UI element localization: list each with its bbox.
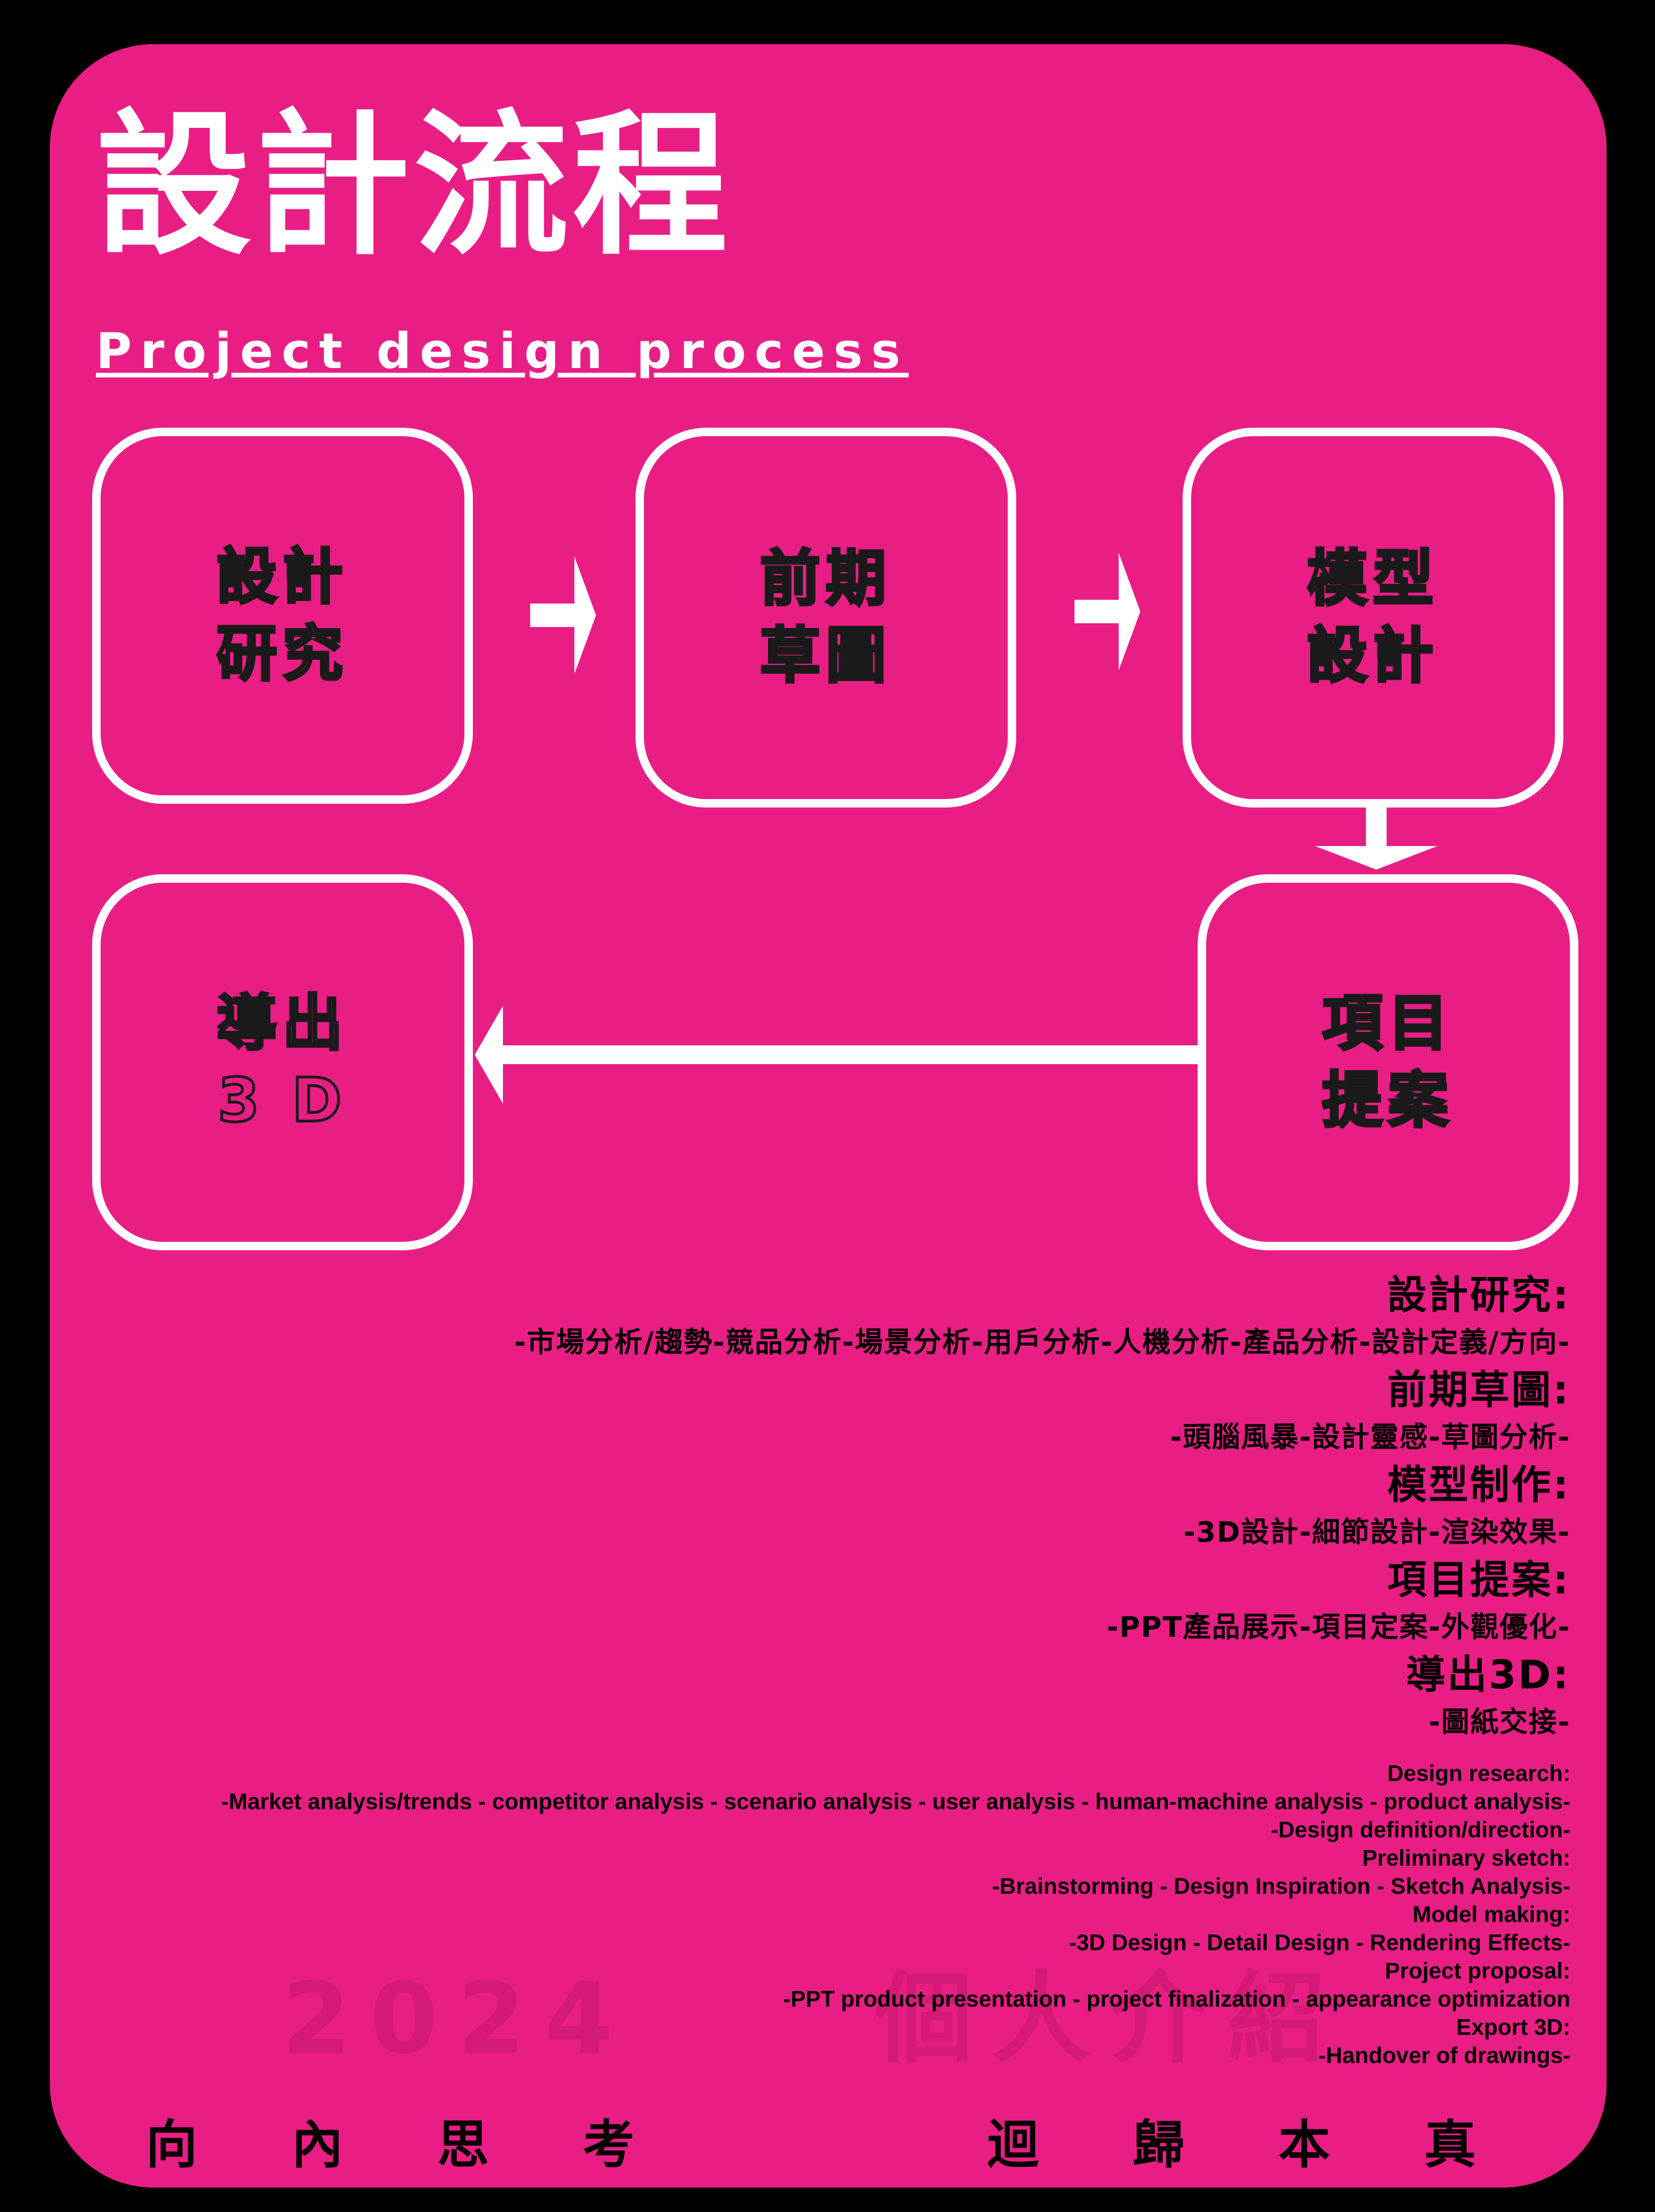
page-title: 設計流程 xyxy=(96,95,731,276)
detail-en-line: Preliminary sketch: xyxy=(1362,1846,1570,1871)
footer-char: 歸 xyxy=(1133,2115,1184,2175)
footer-right: 迴 歸 本 真 xyxy=(987,2119,1476,2171)
arrow-1 xyxy=(530,557,596,674)
arrow-2 xyxy=(1075,553,1140,670)
detail-en-line: -Handover of drawings- xyxy=(1318,2043,1570,2068)
detail-en-line: Model making: xyxy=(1412,1902,1570,1927)
arrow-3 xyxy=(1315,808,1437,870)
step-preliminary-sketch: 前期 草圖 xyxy=(635,428,1016,808)
pink-card xyxy=(50,44,1607,2188)
step-design-research: 設計 研究 xyxy=(92,428,473,804)
detail-heading: 設計研究: xyxy=(1387,1272,1570,1318)
detail-en-line: -3D Design - Detail Design - Rendering E… xyxy=(1069,1930,1570,1955)
step-preliminary-sketch-label: 前期 草圖 xyxy=(759,542,892,692)
step-project-proposal: 項目 提案 xyxy=(1198,874,1578,1250)
step-export-3d: 導出 3 D xyxy=(92,874,473,1250)
detail-en-line: -Brainstorming - Design Inspiration - Sk… xyxy=(992,1874,1570,1899)
step-export-3d-label: 導出 3 D xyxy=(215,987,348,1137)
footer-char: 真 xyxy=(1424,2115,1476,2175)
step-design-research-label: 設計 研究 xyxy=(215,541,348,690)
arrow-4 xyxy=(475,1006,1199,1104)
details-chinese: 設計研究: -市場分析/趨勢-競品分析-場景分析-用戶分析-人機分析-產品分析-… xyxy=(66,1269,1570,1744)
detail-desc: -市場分析/趨勢-競品分析-場景分析-用戶分析-人機分析-產品分析-設計定義/方… xyxy=(514,1326,1570,1359)
page-subtitle: Project design process xyxy=(96,322,909,380)
detail-en-line: -Market analysis/trends - competitor ana… xyxy=(221,1789,1570,1814)
footer-char: 思 xyxy=(437,2115,489,2175)
footer-left: 向 內 思 考 xyxy=(146,2119,635,2171)
detail-desc: -頭腦風暴-設計靈感-草圖分析- xyxy=(1170,1421,1570,1454)
detail-heading: 前期草圖: xyxy=(1387,1367,1570,1413)
footer-char: 內 xyxy=(291,2115,343,2175)
footer-char: 考 xyxy=(583,2115,635,2175)
watermark-text: 個人介紹 xyxy=(874,1961,1345,2076)
step-model-design-label: 模型 設計 xyxy=(1306,542,1439,692)
step-project-proposal-label: 項目 提案 xyxy=(1321,987,1454,1137)
detail-en-line: -PPT product presentation - project fina… xyxy=(783,1987,1570,2012)
watermark-year: 2024 xyxy=(282,1961,632,2076)
detail-desc: -3D設計-細節設計-渲染效果- xyxy=(1183,1516,1570,1549)
step-model-design: 模型 設計 xyxy=(1183,428,1563,808)
footer-char: 本 xyxy=(1279,2115,1330,2175)
detail-en-line: Project proposal: xyxy=(1385,1959,1570,1984)
detail-en-line: -Design definition/direction- xyxy=(1271,1818,1570,1843)
footer-char: 迴 xyxy=(987,2115,1039,2175)
detail-heading: 項目提案: xyxy=(1387,1557,1570,1603)
detail-en-line: Export 3D: xyxy=(1456,2015,1570,2040)
detail-desc: -PPT產品展示-項目定案-外觀優化- xyxy=(1106,1611,1570,1644)
detail-heading: 導出3D: xyxy=(1406,1652,1570,1698)
details-english: Design research: -Market analysis/trends… xyxy=(19,1760,1570,2070)
detail-heading: 模型制作: xyxy=(1387,1462,1570,1508)
detail-desc: -圖紙交接- xyxy=(1428,1706,1570,1739)
detail-en-line: Design research: xyxy=(1387,1761,1570,1786)
footer-char: 向 xyxy=(146,2115,197,2175)
